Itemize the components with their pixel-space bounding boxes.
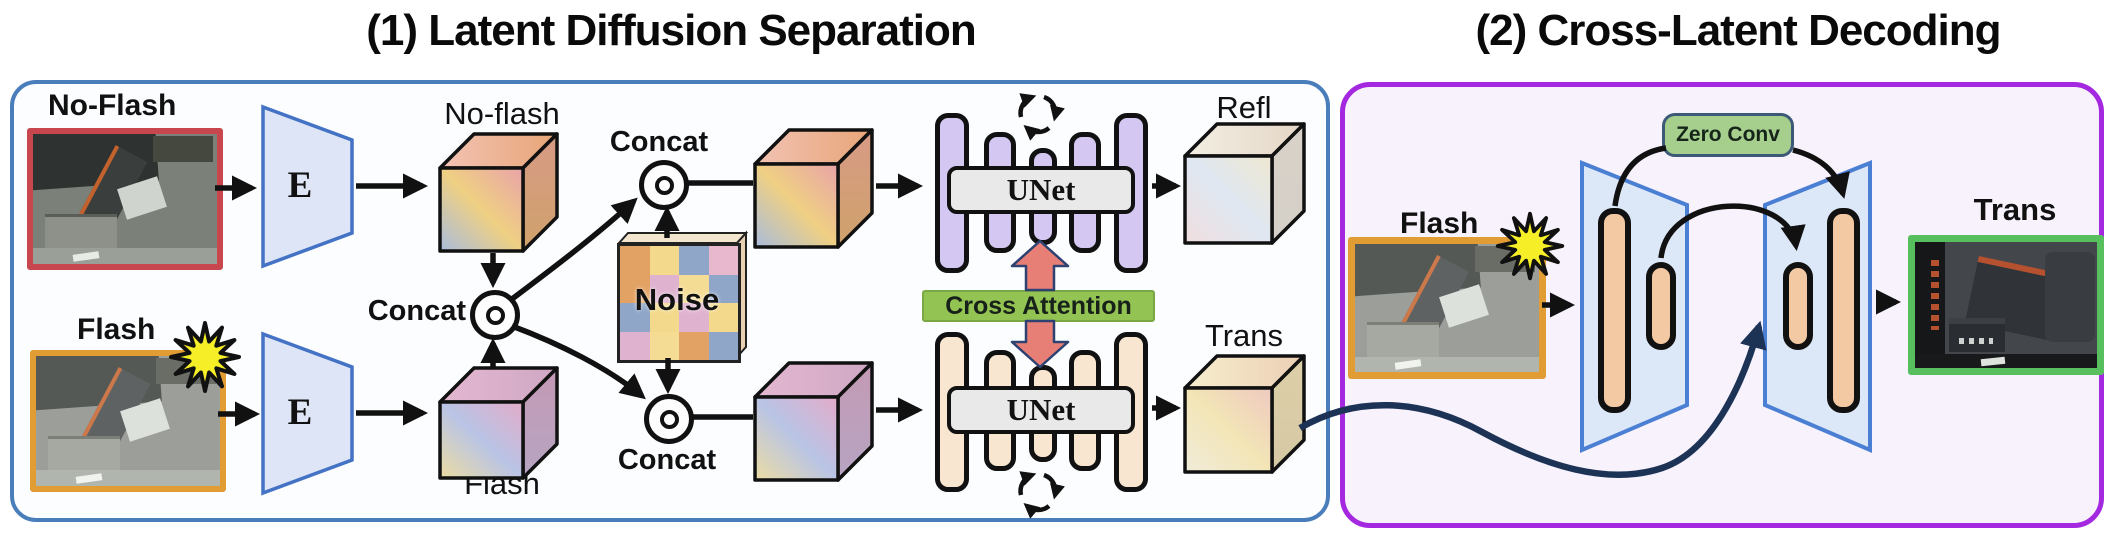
noise-cell xyxy=(620,246,650,275)
noflash-input-photo xyxy=(27,128,223,270)
section1-title: (1) Latent Diffusion Separation xyxy=(366,6,976,55)
decoder-bar-short-left xyxy=(1646,262,1676,350)
cross-attention-box: Cross Attention xyxy=(922,290,1155,322)
photo-haze xyxy=(1355,244,1539,372)
photo-shape xyxy=(1931,260,1939,330)
photo-shape xyxy=(2045,252,2095,342)
concat-center-label: Concat xyxy=(367,295,466,327)
noflash-input-label: No-Flash xyxy=(48,89,177,122)
noise-cell xyxy=(679,331,709,360)
photo-shape xyxy=(48,436,120,473)
photo-shape xyxy=(1915,354,2097,368)
concat-dot xyxy=(485,305,505,325)
photo-shape xyxy=(1949,318,2005,352)
latent-noflash-label: No-flash xyxy=(444,96,560,131)
concat-bottom-label: Concat xyxy=(617,444,717,476)
circled-dot-concat-icon-top xyxy=(639,160,689,210)
noise-cell xyxy=(679,274,709,303)
noise-cell xyxy=(620,331,650,360)
noise-label: Noise xyxy=(634,282,720,317)
concat-dot xyxy=(654,175,674,195)
flash-input-label-p2: Flash xyxy=(1400,207,1479,240)
trans-output-photo xyxy=(1908,235,2104,375)
photo-shape xyxy=(1959,338,1993,344)
flash-input-label: Flash xyxy=(77,313,156,346)
noise-cell xyxy=(649,246,679,275)
noise-cell xyxy=(649,303,679,332)
photo-shape xyxy=(1915,242,1945,368)
flash-input-photo-p2 xyxy=(1348,237,1546,379)
decoder-bar-tall-right xyxy=(1827,208,1860,413)
noise-cell xyxy=(708,303,738,332)
trans-output-label: Trans xyxy=(1204,318,1284,353)
photo-shape xyxy=(153,136,213,162)
noise-cell xyxy=(708,274,738,303)
photo-shape xyxy=(45,214,117,251)
noise-cell xyxy=(649,331,679,360)
section2-title: (2) Cross-Latent Decoding xyxy=(1475,6,2001,55)
noise-cell xyxy=(679,303,709,332)
decoder-bar-short-right xyxy=(1783,262,1813,350)
photo-haze xyxy=(36,356,220,486)
zero-conv-box: Zero Conv xyxy=(1662,113,1794,157)
photo-shape xyxy=(33,248,217,264)
noise-cell xyxy=(649,274,679,303)
circled-dot-concat-icon-bottom xyxy=(644,394,694,444)
decoder-bar-tall-left xyxy=(1598,208,1631,413)
refl-output-label: Refl xyxy=(1216,90,1272,125)
concat-top-label: Concat xyxy=(609,126,709,158)
encoder-top-label: E xyxy=(287,165,313,206)
concat-dot xyxy=(659,409,679,429)
encoder-bottom-label: E xyxy=(287,392,313,433)
circled-dot-concat-icon-center xyxy=(470,290,520,340)
noise-cell xyxy=(708,246,738,275)
flash-input-photo xyxy=(30,350,226,492)
noise-cell xyxy=(679,246,709,275)
unet-bottom-box: UNet xyxy=(947,386,1135,434)
noise-cell xyxy=(708,331,738,360)
trans-output-label-p2: Trans xyxy=(1973,192,2057,227)
unet-top-box: UNet xyxy=(947,166,1135,214)
latent-flash-label: Flash xyxy=(464,466,540,501)
